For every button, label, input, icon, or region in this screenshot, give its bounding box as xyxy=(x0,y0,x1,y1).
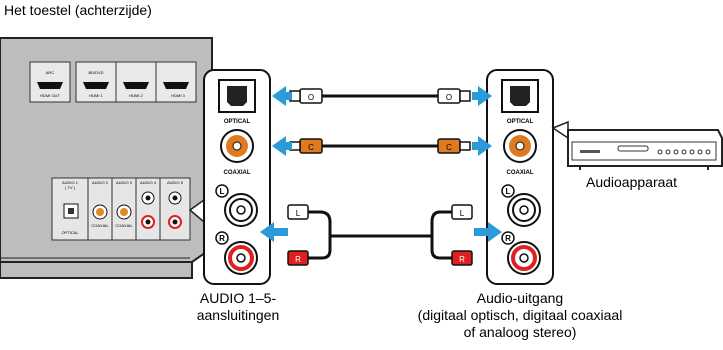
audio-device xyxy=(567,129,723,170)
audio-device-label: Audioapparaat xyxy=(586,174,678,190)
audio-tv-label: ( TV ) xyxy=(65,185,76,190)
audio-label-5: AUDIO 5 xyxy=(167,180,184,185)
right-coaxial-label: COAXIAL xyxy=(507,170,534,176)
arrow-l-right-icon xyxy=(474,222,502,242)
right-l-badge: L xyxy=(506,187,511,196)
left-plug-label-r: R xyxy=(295,255,301,264)
optical-plug-label-right: O xyxy=(446,93,452,102)
connection-arrows xyxy=(260,86,502,242)
left-r-badge: R xyxy=(219,234,225,243)
left-jack-panel: OPTICAL COAXIAL L R xyxy=(203,69,271,285)
right-optical-label: OPTICAL xyxy=(507,119,534,125)
left-coaxial-label: COAXIAL xyxy=(224,170,251,176)
arrow-l-left-icon xyxy=(260,222,288,242)
left-l-badge: L xyxy=(220,187,225,196)
right-plug-label-l: L xyxy=(460,209,465,218)
right-panel-label-line-3: of analoog stereo) xyxy=(463,323,577,340)
hdmi-sublabel-out: HDMI OUT xyxy=(40,93,60,98)
left-panel-label-line-1: AUDIO 1–5- xyxy=(199,290,277,306)
device-callout-pointer xyxy=(551,120,569,140)
audio-sublabel-optical: OPTICAL xyxy=(61,230,79,235)
left-optical-label: OPTICAL xyxy=(224,119,251,125)
right-panel-label-line-2: (digitaal optisch, digitaal coaxiaal xyxy=(417,306,623,323)
optical-cable: O O xyxy=(289,88,471,104)
arrow-coaxial-left-icon xyxy=(272,136,292,156)
audio-label-2: AUDIO 2 xyxy=(92,180,109,185)
coaxial-plug-label-left: C xyxy=(308,143,314,152)
audio-label-1: AUDIO 1 xyxy=(62,180,79,185)
coaxial-cable: C C xyxy=(289,138,471,154)
audio-label-4: AUDIO 4 xyxy=(140,180,157,185)
right-jack-panel: OPTICAL COAXIAL L R xyxy=(486,69,554,285)
arrow-coaxial-right-icon xyxy=(472,136,492,156)
device-back-panel: ARC BD/DVD HDMI OUT HDMI 1 HDMI 2 HDMI 3… xyxy=(0,37,213,279)
hdmi-label-3: HDMI 3 xyxy=(171,93,185,98)
optical-plug-label-left: O xyxy=(308,93,314,102)
hdmi-label-arc: ARC xyxy=(46,70,55,75)
right-plug-label-r: R xyxy=(459,255,465,264)
arrow-optical-left-icon xyxy=(272,86,292,106)
left-panel-label: AUDIO 1–5- aansluitingen xyxy=(168,290,308,324)
analog-stereo-cable: L R L R xyxy=(287,204,473,266)
hdmi-label-2: HDMI 2 xyxy=(129,93,143,98)
coaxial-plug-label-right: C xyxy=(446,143,452,152)
right-r-badge: R xyxy=(505,234,511,243)
arrow-optical-right-icon xyxy=(472,86,492,106)
left-panel-label-line-2: aansluitingen xyxy=(196,306,280,323)
hdmi-sublabel-1: HDMI 1 xyxy=(89,93,103,98)
left-plug-label-l: L xyxy=(296,209,301,218)
audio-sublabel-coaxial-2: COAXIAL xyxy=(115,223,133,228)
audio-label-3: AUDIO 3 xyxy=(116,180,133,185)
hdmi-label-bddvd: BD/DVD xyxy=(88,70,103,75)
audio-sublabel-coaxial-1: COAXIAL xyxy=(91,223,109,228)
device-title: Het toestel (achterzijde) xyxy=(4,2,152,18)
right-panel-label: Audio-uitgang (digitaal optisch, digitaa… xyxy=(372,290,668,340)
right-panel-label-line-1: Audio-uitgang xyxy=(476,290,564,306)
